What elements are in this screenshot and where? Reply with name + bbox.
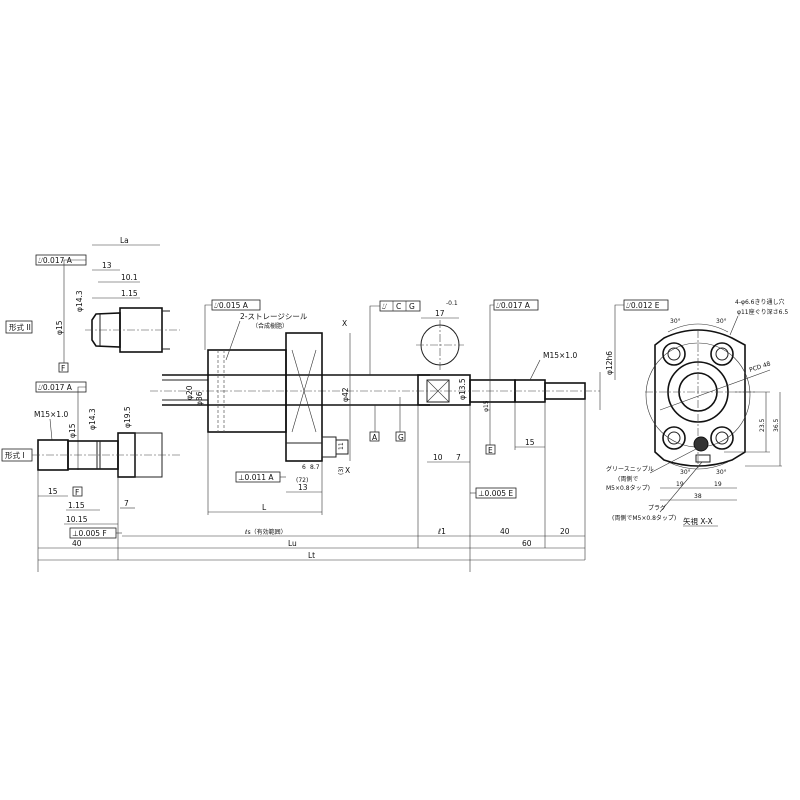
screw-shaft xyxy=(150,332,600,462)
pcd-48: PCD 48 xyxy=(748,360,771,374)
dim-8-7: 8.7 xyxy=(310,464,320,471)
type-ii-label: 形式 II xyxy=(9,322,31,332)
dim-1-15: 1.15 xyxy=(68,501,85,510)
dim-40: 40 xyxy=(500,527,510,536)
type-i-shaft-end: 形式 I M15×1.0 ⌰0.017 A F φ15 φ14.3 φ19.5 … xyxy=(1,381,180,572)
section-mark-bottom: X xyxy=(345,466,350,475)
dim-36-5: 36.5 xyxy=(773,418,780,432)
dim-40: 40 xyxy=(72,539,82,548)
grease-nipple xyxy=(321,436,337,458)
counterbore-note: φ11座ぐり深さ6.5 xyxy=(737,308,788,316)
end-view-x-x: ⌰0.012 E 4-φ6.6きり通し穴 φ11座ぐり深さ6.5 30° 30°… xyxy=(606,298,788,527)
nut-perpendicularity: ⊥0.011 A xyxy=(238,473,274,482)
type-i-thread: M15×1.0 xyxy=(34,410,68,419)
grease-nipple-end xyxy=(693,436,709,452)
dim-dia-15: φ15 xyxy=(483,400,490,412)
shaft-annotations: ⌰ C G 17 -0.1 φ13.5 A G 10 7 ⌰0.017 A E … xyxy=(369,299,614,499)
angle-30-4: 30° xyxy=(716,469,727,476)
dim-dia-15: φ15 xyxy=(68,423,77,438)
bolt-holes xyxy=(662,342,734,450)
dim-dia-12h6: φ12h6 xyxy=(605,351,614,375)
seal-label: 2-ストレージシール xyxy=(240,312,308,321)
section-mark-top: X xyxy=(342,319,347,328)
dim-38: 38 xyxy=(694,493,702,500)
fcf-c: C xyxy=(396,302,401,311)
shaft-runout: ⌰0.017 A xyxy=(496,301,531,310)
end-view-runout: ⌰0.012 E xyxy=(626,301,660,310)
type-ii-shaft-end: 形式 II ⌰0.017 A F La 13 10.1 1.15 φ14.3 φ… xyxy=(5,236,180,373)
dim-dia-14-3: φ14.3 xyxy=(88,408,97,430)
fcf-symbol: ⌰ xyxy=(382,302,388,311)
type-i-datum: F xyxy=(75,488,79,497)
dim-7: 7 xyxy=(124,499,129,508)
shaft-thread: M15×1.0 xyxy=(543,351,577,360)
dim-20: 20 xyxy=(560,527,570,536)
plug-label: プラグ xyxy=(648,504,666,512)
shaft-perpendicularity: ⊥0.005 E xyxy=(478,489,513,498)
type-ii-label-box xyxy=(5,320,33,334)
type-ii-runout: ⌰0.017 A xyxy=(38,256,73,265)
angle-30-2: 30° xyxy=(716,318,727,325)
type-ii-datum: F xyxy=(61,364,65,373)
ball-nut-body xyxy=(207,349,287,433)
ball-nut-flange xyxy=(285,332,323,462)
dim-lu: Lu xyxy=(288,539,297,548)
dim-17: 17 xyxy=(435,309,445,318)
overall-dimensions: ℓs（有効範囲） ℓ1 40 20 Lu 60 Lt xyxy=(38,399,586,572)
dim-19-right: 19 xyxy=(714,481,722,488)
dim-72: (72) xyxy=(296,477,308,484)
dim-13: 13 xyxy=(298,483,308,492)
dim-10-15: 10.15 xyxy=(66,515,88,524)
dim-l1: ℓ1 xyxy=(437,527,446,536)
dim-15: 15 xyxy=(525,438,535,447)
dim-11: 11 xyxy=(338,442,345,450)
dim-60: 60 xyxy=(522,539,532,548)
grease-nipple-label: グリースニップル xyxy=(606,465,654,473)
grease-nipple-note: (両側で xyxy=(618,475,638,483)
dim-3: (3) xyxy=(338,467,345,476)
dim-13: 13 xyxy=(102,261,112,270)
dim-dia-36: φ36 xyxy=(195,391,204,406)
angle-30-3: 30° xyxy=(680,469,691,476)
grease-nipple-tap: M5×0.8タップ) xyxy=(606,484,650,492)
type-i-runout: ⌰0.017 A xyxy=(38,383,73,392)
dim-dia-42: φ42 xyxy=(341,387,350,402)
dim-15: 15 xyxy=(48,487,58,496)
fcf-g: G xyxy=(409,302,415,311)
dim-1-15: 1.15 xyxy=(121,289,138,298)
nut-runout: ⌰0.015 A xyxy=(214,301,249,310)
dim-dia-19-5: φ19.5 xyxy=(123,406,132,428)
datum-a: A xyxy=(372,433,378,442)
datum-g: G xyxy=(398,433,404,442)
dim-6: 6 xyxy=(302,464,306,471)
view-label: 矢視 X-X xyxy=(683,516,713,526)
dim-23-5: 23.5 xyxy=(759,418,766,432)
dim-dia-15: φ15 xyxy=(55,320,64,335)
dim-la: La xyxy=(120,236,129,245)
nut-flange-outline xyxy=(654,329,746,467)
dim-l: L xyxy=(262,503,267,512)
type-i-label: 形式 I xyxy=(5,450,25,460)
nut-annotations: ⌰0.015 A 2-ストレージシール （合成樹脂） X X φ20 φ36 φ… xyxy=(185,299,351,515)
dim-10-1: 10.1 xyxy=(121,273,138,282)
dim-dia-14-3: φ14.3 xyxy=(75,290,84,312)
dim-lt: Lt xyxy=(308,551,315,560)
holes-note: 4-φ6.6きり通し穴 xyxy=(735,298,784,306)
dim-dia-13-5: φ13.5 xyxy=(458,378,467,400)
seal-sub-label: （合成樹脂） xyxy=(252,322,288,330)
dim-dia-20: φ20 xyxy=(185,385,194,400)
dim-7: 7 xyxy=(456,453,461,462)
dim-10: 10 xyxy=(433,453,443,462)
tol-17: -0.1 xyxy=(446,300,458,307)
plug-note: (両側でM5×0.8タップ) xyxy=(612,514,676,522)
type-i-perpendicularity: ⊥0.005 F xyxy=(72,529,107,538)
dim-19-left: 19 xyxy=(676,481,684,488)
datum-e: E xyxy=(488,446,493,455)
dim-ls: ℓs（有効範囲） xyxy=(244,528,287,536)
angle-30-1: 30° xyxy=(670,318,681,325)
